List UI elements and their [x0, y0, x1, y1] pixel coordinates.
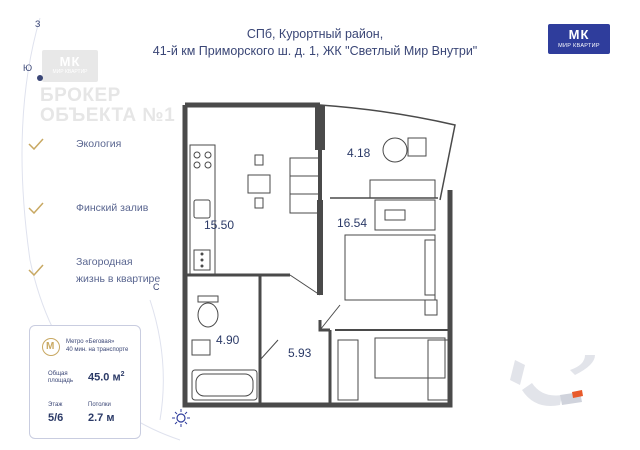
- bedroom-furniture: [337, 199, 449, 401]
- floor-plan-drawing: [182, 102, 456, 408]
- sun-icon: [172, 409, 190, 427]
- area-label-line-2: площадь: [48, 378, 74, 384]
- feature-label-line-1: Загородная: [76, 256, 133, 268]
- feature-label-line-2: жизнь в квартире: [76, 273, 161, 285]
- checkmark-icon: [28, 138, 44, 150]
- kitchen-furniture: [189, 144, 321, 276]
- compass-label-west: Ю: [23, 63, 33, 73]
- watermark-logo: МК МИР КВАРТИР: [42, 50, 98, 82]
- area-label: Общая площадь: [48, 371, 73, 385]
- feature-label: Финский залив: [76, 202, 149, 214]
- area-value-text: 45.0 м: [88, 371, 121, 384]
- address: СПб, Курортный район, 41-й км Приморског…: [150, 26, 480, 60]
- room-area-hall: 5.93: [288, 346, 312, 360]
- broker-watermark: МК МИР КВАРТИР БРОКЕР ОБЪЕКТА №1: [40, 50, 180, 130]
- moon-icon: [152, 302, 164, 319]
- feature-label: Экология: [76, 138, 122, 150]
- metro-travel-time: 40 мин. на транспорте: [66, 347, 129, 353]
- compass-dot-icon: [37, 75, 43, 81]
- bathroom-furniture: [191, 295, 258, 401]
- room-area-kitchen: 15.50: [204, 218, 235, 232]
- watermark-line-2: ОБЪЕКТА №1: [40, 105, 176, 126]
- floor-label: Этаж: [48, 402, 63, 408]
- compass-label-north: З: [35, 19, 41, 29]
- metro-station: Метро «Беговая»: [66, 339, 115, 345]
- area-value: 45.0 м2: [88, 371, 125, 384]
- metro-info: Метро «Беговая» 40 мин. на транспорте: [66, 338, 138, 354]
- apartment-info-card: M Метро «Беговая» 40 мин. на транспорте …: [29, 325, 141, 439]
- ceiling-value: 2.7 м: [88, 412, 115, 424]
- balcony-furniture: [369, 137, 436, 199]
- checkmark-icon: [28, 202, 44, 214]
- brand-logo-mark: МК: [568, 27, 590, 42]
- area-unit-sup: 2: [120, 371, 125, 378]
- area-label-line-1: Общая: [48, 371, 68, 377]
- ceiling-label: Потолки: [88, 402, 111, 408]
- address-line-2: 41-й км Приморского ш. д. 1, ЖК "Светлый…: [152, 44, 478, 58]
- apartment-location-marker: [572, 390, 583, 398]
- floor-value: 5/6: [48, 412, 64, 424]
- room-area-balcony: 4.18: [347, 146, 371, 160]
- address-line-1: СПб, Курортный район,: [246, 27, 384, 41]
- compass-label-south: С: [153, 282, 160, 292]
- brand-logo: МК МИР КВАРТИР: [548, 24, 610, 54]
- watermark-logo-subtitle: МИР КВАРТИР: [52, 69, 88, 75]
- feature-label: Загородная жизнь в квартире: [76, 254, 160, 288]
- watermark-text: БРОКЕР ОБЪЕКТА №1: [40, 86, 175, 126]
- checkmark-icon: [28, 264, 44, 276]
- metro-icon: M: [42, 338, 60, 356]
- room-area-bedroom: 16.54: [337, 216, 368, 230]
- building-location-map: [510, 355, 595, 406]
- watermark-logo-mark: МК: [59, 54, 81, 69]
- watermark-line-1: БРОКЕР: [40, 85, 121, 106]
- brand-logo-subtitle: МИР КВАРТИР: [558, 43, 600, 49]
- room-area-bathroom: 4.90: [216, 333, 240, 347]
